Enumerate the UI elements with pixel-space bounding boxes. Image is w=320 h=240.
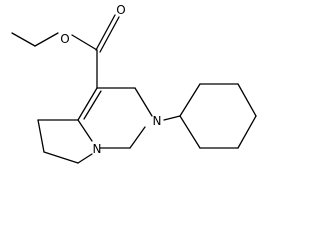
bond-ethyl-ch3-ch2	[11, 32, 36, 47]
ring-nitrogen-bridge-label: N	[93, 142, 102, 156]
bond-c4a-c4	[77, 87, 98, 121]
bond-carbonyl-double-a	[95, 14, 116, 51]
bond-cy-3-4	[237, 83, 257, 117]
molecule-diagram: O O N N	[11, 3, 257, 164]
bond-cy-1-2	[179, 83, 201, 117]
bond-c7-n	[77, 153, 93, 164]
bond-cy-6-1	[179, 115, 201, 149]
bond-cy-4-5	[237, 115, 257, 149]
ring-nitrogen-cyclohexyl-label: N	[153, 114, 162, 128]
ester-oxygen-label: O	[60, 32, 69, 46]
bond-n2-c1	[129, 126, 146, 149]
bond-ethyl-ch2-o	[34, 32, 59, 47]
structure-drawing: O O N N	[11, 3, 257, 164]
bond-o-carbonyl-carbon	[71, 34, 98, 51]
bond-carbonyl-double-b	[99, 16, 120, 53]
carbonyl-oxygen-label: O	[116, 3, 125, 17]
bond-c3-n2	[134, 87, 153, 117]
bond-n-c4a	[77, 119, 93, 142]
bond-n2-cyclohexyl	[163, 115, 181, 121]
bond-c6-c7	[43, 151, 79, 164]
bond-c5-c6	[37, 119, 45, 153]
bond-c4a-c4-double	[83, 90, 102, 120]
